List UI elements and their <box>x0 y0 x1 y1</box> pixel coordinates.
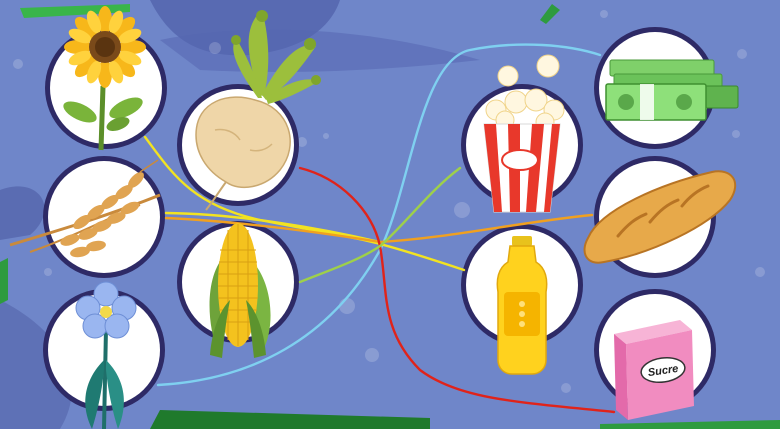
money-stack-icon[interactable] <box>606 60 738 120</box>
sugar-box-icon[interactable]: Sucre <box>614 320 694 420</box>
popcorn-icon[interactable] <box>484 55 564 212</box>
line-corn-popcorn <box>300 168 460 282</box>
